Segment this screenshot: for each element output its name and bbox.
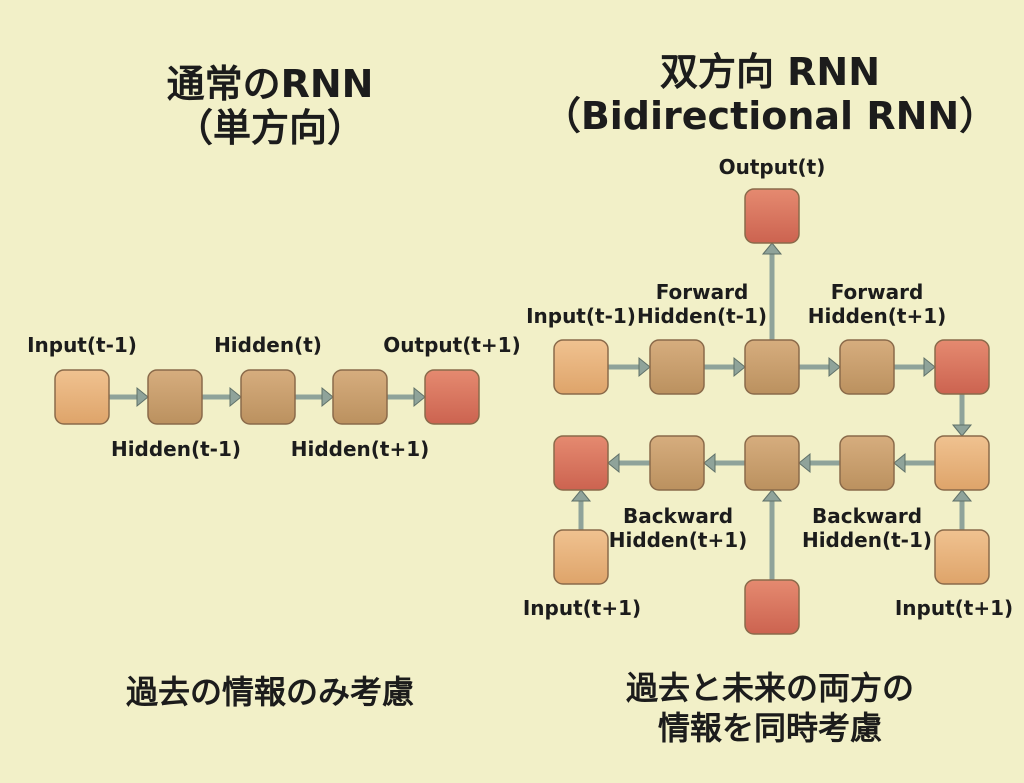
left-arrow-0 xyxy=(109,386,149,408)
arrows-group xyxy=(109,242,973,580)
bi-input-t+1-right xyxy=(934,529,990,585)
bi-forward-hidden-2 xyxy=(744,339,800,395)
left-node-1 xyxy=(147,369,203,425)
forward-label-l1: Forward xyxy=(655,280,749,304)
left-label-hidden-t: Hidden(t) xyxy=(214,333,322,357)
bi-arrow-up-left xyxy=(570,489,592,530)
bi-backward-arrow-1 xyxy=(607,452,650,474)
right-title-line1: 双方向 RNN xyxy=(659,50,881,94)
left-node-3 xyxy=(332,369,388,425)
left-arrow-3 xyxy=(387,386,426,408)
bi-backward-arrow-4 xyxy=(893,452,935,474)
left-title-line1: 通常のRNN xyxy=(166,62,374,106)
right-label-backward-hidden-t+1: Backward Hidden(t+1) xyxy=(609,504,748,552)
left-label-output-t+1: Output(t+1) xyxy=(383,333,521,357)
bi-input-t-1 xyxy=(553,339,609,395)
bi-forward-arrow-2 xyxy=(799,356,841,378)
bi-backward-hidden-1 xyxy=(649,435,705,491)
bi-output-t xyxy=(744,188,800,244)
left-caption-line1: 過去の情報のみ考慮 xyxy=(125,673,414,711)
left-node-2 xyxy=(240,369,296,425)
forward-label-l1: Forward xyxy=(830,280,924,304)
backward-label-l2: Hidden(t+1) xyxy=(608,528,748,552)
bi-bottom-node xyxy=(744,579,800,635)
bi-forward-hidden-3 xyxy=(839,339,895,395)
right-label-forward-hidden-t-1: Forward Hidden(t-1) xyxy=(637,280,767,328)
forward-label-l2: Hidden(t-1) xyxy=(636,304,768,328)
right-label-input-t-1: Input(t-1) xyxy=(526,304,636,328)
bi-backward-hidden-2 xyxy=(744,435,800,491)
right-title: 双方向 RNN （Bidirectional RNN） xyxy=(530,50,1010,138)
bi-arrow-up-right xyxy=(951,489,973,530)
bi-arrow-to-output xyxy=(761,242,783,340)
bi-input-t+1-left xyxy=(553,529,609,585)
left-arrow-1 xyxy=(202,386,242,408)
left-title: 通常のRNN （単方向） xyxy=(120,62,420,150)
bi-forward-arrow-0 xyxy=(608,356,651,378)
bi-forward-arrow-3 xyxy=(894,356,936,378)
bi-forward-hidden-1 xyxy=(649,339,705,395)
bi-backward-arrow-2 xyxy=(703,452,745,474)
forward-label-l2: Hidden(t+1) xyxy=(807,304,947,328)
right-caption-line1: 過去と未来の両方の xyxy=(625,669,914,707)
bi-backward-output xyxy=(553,435,609,491)
backward-label-l1: Backward xyxy=(622,504,734,528)
nodes-group xyxy=(54,188,990,635)
right-caption-line2: 情報を同時考慮 xyxy=(657,709,882,747)
left-label-input-t-1: Input(t-1) xyxy=(27,333,137,357)
bi-arrow-up-center xyxy=(761,489,783,580)
right-caption: 過去と未来の両方の 情報を同時考慮 xyxy=(560,668,980,748)
bi-forward-arrow-1 xyxy=(704,356,746,378)
left-title-line2: （単方向） xyxy=(174,106,365,150)
left-caption: 過去の情報のみ考慮 xyxy=(60,672,480,712)
left-label-hidden-t-1: Hidden(t-1) xyxy=(110,437,242,461)
bi-backward-input xyxy=(934,435,990,491)
backward-label-l1: Backward xyxy=(811,504,923,528)
bi-forward-output xyxy=(934,339,990,395)
left-node-4 xyxy=(424,369,480,425)
left-label-hidden-t+1: Hidden(t+1) xyxy=(290,437,430,461)
right-label-input-t+1-right: Input(t+1) xyxy=(894,596,1014,620)
bi-backward-arrow-3 xyxy=(798,452,840,474)
left-arrow-2 xyxy=(295,386,334,408)
left-node-0 xyxy=(54,369,110,425)
bi-backward-hidden-3 xyxy=(839,435,895,491)
right-label-forward-hidden-t+1: Forward Hidden(t+1) xyxy=(808,280,947,328)
bi-arrow-down-right xyxy=(951,394,973,437)
right-title-line2: （Bidirectional RNN） xyxy=(542,94,998,138)
backward-label-l2: Hidden(t-1) xyxy=(801,528,933,552)
right-label-backward-hidden-t-1: Backward Hidden(t-1) xyxy=(802,504,932,552)
right-label-input-t+1-left: Input(t+1) xyxy=(522,596,642,620)
right-label-output-t: Output(t) xyxy=(718,155,826,179)
